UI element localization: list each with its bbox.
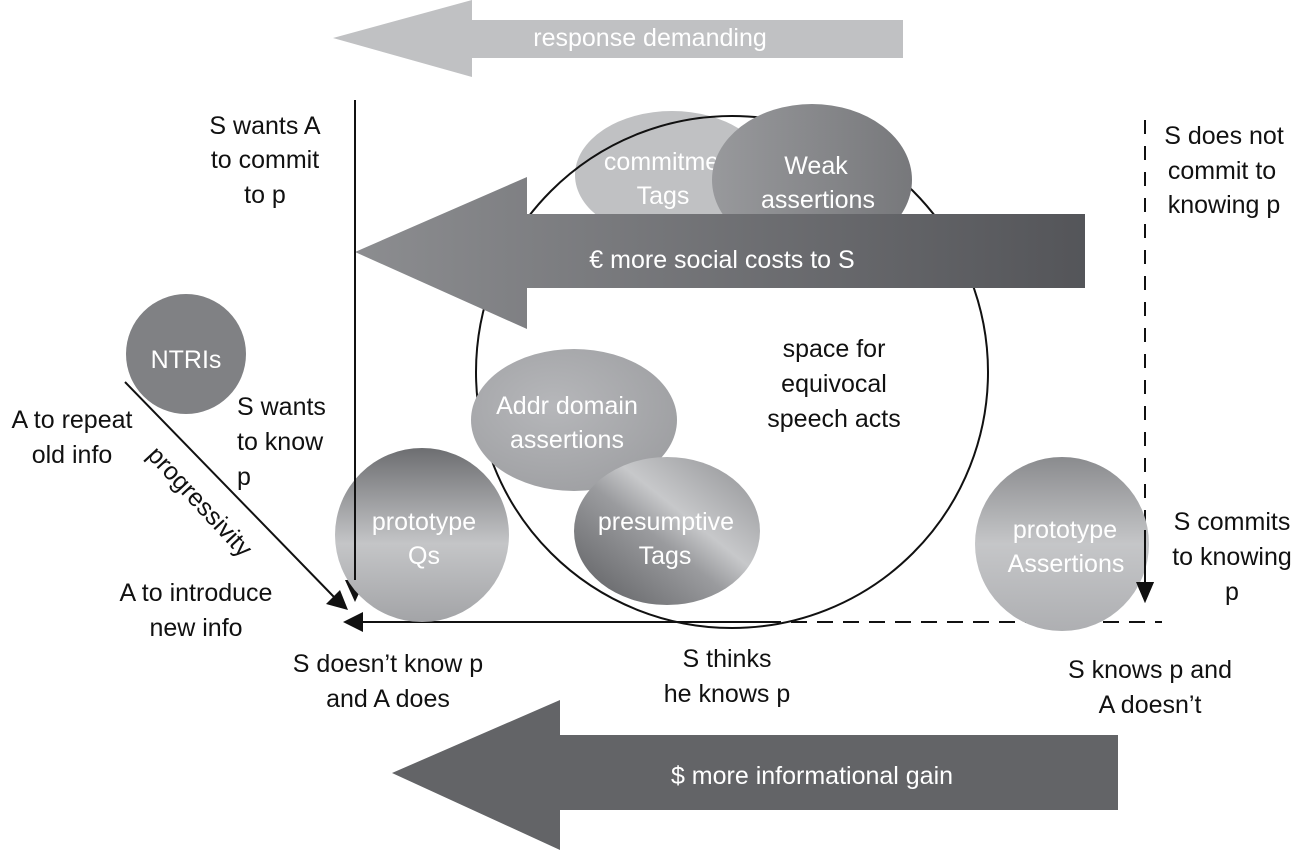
social-costs-label: € more social costs to S: [589, 246, 854, 274]
label-line: to knowing: [1172, 543, 1292, 571]
label-line: p: [1225, 578, 1239, 606]
label-line: S commits: [1174, 508, 1291, 536]
presumptive-tags-line2: Tags: [639, 542, 692, 570]
informational-gain-arrow-shape: [392, 700, 1118, 850]
progressivity-arrow: [124, 381, 348, 610]
label-line: S wants A: [209, 112, 320, 140]
label-line: to know: [237, 428, 324, 456]
informational-gain-arrow: $ more informational gain: [392, 700, 1118, 850]
label-line: space for: [783, 335, 886, 363]
label-s-commits-knowing: S commits to knowing p: [1172, 508, 1292, 606]
bubble-prototype-assertions: prototype Assertions: [975, 457, 1154, 631]
label-s-knows-a-doesnt: S knows p and A doesn’t: [1068, 656, 1232, 719]
bubble-prototype-qs: prototype Qs: [335, 448, 509, 622]
bubble-presumptive-tags: presumptive Tags: [574, 457, 760, 605]
presumptive-tags-line1: presumptive: [598, 508, 734, 536]
social-costs-arrow: € more social costs to S: [355, 177, 1085, 329]
label-line: knowing p: [1168, 191, 1281, 219]
label-line: to p: [244, 181, 286, 209]
label-s-doesnt-know: S doesn’t know p and A does: [293, 650, 483, 713]
label-line: to commit: [211, 146, 319, 174]
equivocal-space-circle: [475, 115, 989, 629]
bubble-addr-domain-assertions: Addr domain assertions: [471, 349, 677, 491]
label-s-does-not-commit: S does not commit to knowing p: [1164, 122, 1284, 219]
label-line: S doesn’t know p: [293, 650, 483, 678]
commitment-tags-line1: commitment: [604, 148, 740, 176]
response-demanding-label: response demanding: [533, 24, 767, 52]
label-line: A to introduce: [120, 579, 273, 607]
ntris-label: NTRIs: [151, 346, 222, 374]
label-s-wants-to-know: S wants to know p: [237, 393, 326, 491]
prototype-qs-line1: prototype: [372, 508, 476, 536]
label-line: speech acts: [767, 405, 900, 433]
response-demanding-arrow: response demanding: [333, 0, 903, 77]
label-line: and A does: [326, 685, 450, 713]
prototype-assertions-line2: Assertions: [1008, 550, 1125, 578]
label-a-introduce-new-info: A to introduce new info: [120, 579, 273, 642]
label-space-equivocal: space for equivocal speech acts: [767, 335, 900, 433]
commitment-tags-line2: Tags: [637, 182, 690, 210]
label-line: new info: [149, 614, 242, 642]
label-a-repeat-old-info: A to repeat old info: [12, 406, 133, 469]
label-line: he knows p: [664, 680, 790, 708]
weak-assertions-line1: Weak: [784, 152, 848, 180]
addr-domain-line2: assertions: [510, 426, 624, 454]
label-s-thinks: S thinks he knows p: [664, 645, 790, 708]
label-line: S wants: [237, 393, 326, 421]
informational-gain-label: $ more informational gain: [671, 762, 953, 790]
prototype-assertions-line1: prototype: [1013, 516, 1117, 544]
label-line: old info: [32, 441, 113, 469]
label-line: commit to: [1168, 157, 1276, 185]
label-line: A to repeat: [12, 406, 133, 434]
response-demanding-arrow-shape: [333, 0, 903, 77]
knowledge-axis-arrow: [343, 612, 1162, 632]
label-line: S does not: [1164, 122, 1284, 150]
label-s-wants-a-commit: S wants A to commit to p: [209, 112, 320, 209]
social-costs-arrow-shape: [355, 177, 1085, 329]
label-line: S thinks: [683, 645, 772, 673]
label-line: p: [237, 463, 251, 491]
weak-assertions-line2: assertions: [761, 186, 875, 214]
addr-domain-line1: Addr domain: [496, 392, 638, 420]
label-line: equivocal: [781, 370, 887, 398]
bubble-ntris: NTRIs: [126, 294, 246, 414]
label-line: S knows p and: [1068, 656, 1232, 684]
label-line: A doesn’t: [1099, 691, 1202, 719]
prototype-qs-line2: Qs: [408, 542, 440, 570]
